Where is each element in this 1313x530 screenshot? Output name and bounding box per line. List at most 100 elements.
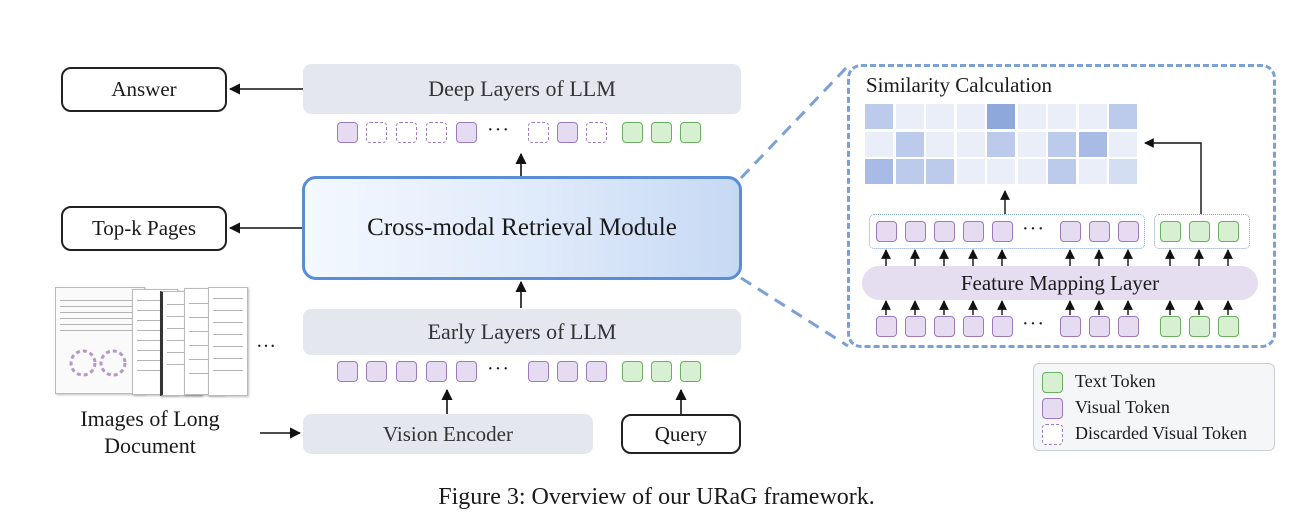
heatmap-cell	[1077, 158, 1108, 185]
feature-mapping-layer: Feature Mapping Layer	[862, 266, 1258, 300]
heatmap-cell	[1047, 158, 1077, 185]
ellipsis: ···	[1022, 218, 1045, 240]
heatmap-cell	[986, 130, 1016, 158]
visual-token	[557, 122, 578, 143]
ellipsis: ···	[487, 119, 510, 141]
visual-token	[456, 122, 477, 143]
heatmap-cell	[864, 103, 894, 130]
heatmap-cell	[1016, 103, 1047, 130]
discarded-token	[366, 122, 387, 143]
text-token	[1218, 316, 1239, 337]
similarity-heatmap	[864, 103, 1142, 186]
visual-token	[1089, 316, 1110, 337]
heatmap-cell	[864, 130, 894, 158]
heatmap-cell	[864, 158, 894, 185]
query-label: Query	[654, 421, 708, 446]
text-token	[651, 361, 672, 382]
ellipsis: ···	[1022, 313, 1045, 335]
figure-caption: Figure 3: Overview of our URaG framework…	[438, 484, 875, 510]
legend-discarded-token-swatch	[1042, 424, 1063, 445]
heatmap-cell	[1077, 103, 1108, 130]
text-token	[1160, 221, 1181, 242]
heatmap-cell	[986, 103, 1016, 130]
cross-modal-retrieval-module: Cross-modal Retrieval Module	[302, 176, 742, 280]
text-token	[1160, 316, 1181, 337]
zoom-connector-bottom	[740, 276, 849, 348]
legend-visual-token-label: Visual Token	[1075, 397, 1170, 417]
visual-token	[586, 361, 607, 382]
legend: Text Token Visual Token Discarded Visual…	[1033, 363, 1275, 451]
visual-token	[396, 361, 417, 382]
heatmap-cell	[1047, 130, 1077, 158]
heatmap-cell	[1016, 130, 1047, 158]
feature-mapping-label: Feature Mapping Layer	[960, 270, 1160, 295]
visual-token	[366, 361, 387, 382]
heatmap-cell	[925, 103, 955, 130]
heatmap-cell	[955, 130, 986, 158]
heatmap-cell	[894, 158, 925, 185]
ellipsis: ···	[487, 358, 510, 380]
heatmap-cell	[1108, 130, 1138, 158]
answer-label: Answer	[111, 77, 177, 101]
discarded-token	[586, 122, 607, 143]
heatmap-cell	[955, 158, 986, 185]
deep-layers-box: Deep Layers of LLM	[303, 64, 741, 114]
arrow-text-to-heatmap	[1144, 138, 1202, 214]
early-layers-label: Early Layers of LLM	[427, 319, 617, 344]
deep-layers-label: Deep Layers of LLM	[428, 76, 616, 101]
visual-token	[528, 361, 549, 382]
query-box: Query	[621, 414, 741, 454]
document-page	[208, 287, 248, 396]
vision-encoder-label: Vision Encoder	[383, 421, 513, 446]
legend-visual-token-swatch	[1042, 398, 1063, 419]
visual-token	[557, 361, 578, 382]
visual-token	[456, 361, 477, 382]
heatmap-cell	[1047, 103, 1077, 130]
visual-token	[1118, 316, 1139, 337]
heatmap-cell	[1108, 158, 1138, 185]
text-token	[1218, 221, 1239, 242]
crm-label: Cross-modal Retrieval Module	[367, 214, 677, 241]
zoom-panel	[847, 64, 1276, 348]
heatmap-cell	[1016, 158, 1047, 185]
discarded-token	[426, 122, 447, 143]
visual-token	[992, 221, 1013, 242]
heatmap-cell	[1077, 130, 1108, 158]
document-page	[55, 287, 145, 394]
legend-text-token-label: Text Token	[1075, 371, 1156, 391]
visual-token	[337, 361, 358, 382]
visual-token	[337, 122, 358, 143]
top-k-pages-box: Top-k Pages	[61, 206, 227, 251]
vision-encoder-box: Vision Encoder	[303, 414, 593, 454]
heatmap-cell	[925, 130, 955, 158]
text-token	[622, 361, 643, 382]
answer-box: Answer	[61, 67, 227, 112]
visual-token	[1060, 316, 1081, 337]
visual-token	[1118, 221, 1139, 242]
heatmap-cell	[986, 158, 1016, 185]
discarded-token	[396, 122, 417, 143]
early-layers-box: Early Layers of LLM	[303, 309, 741, 355]
visual-token	[1089, 221, 1110, 242]
heatmap-cell	[1108, 103, 1138, 130]
text-token	[622, 122, 643, 143]
visual-token	[1060, 221, 1081, 242]
text-token-group	[1154, 214, 1250, 249]
text-token	[1189, 221, 1210, 242]
visual-token	[876, 221, 897, 242]
visual-token	[426, 361, 447, 382]
text-token	[1189, 316, 1210, 337]
document-pages	[50, 283, 250, 398]
heatmap-cell	[925, 158, 955, 185]
document-ellipsis: …	[256, 330, 276, 352]
text-token	[680, 122, 701, 143]
visual-token	[934, 221, 955, 242]
legend-text-token-swatch	[1042, 372, 1063, 393]
visual-token	[963, 316, 984, 337]
discarded-token	[528, 122, 549, 143]
similarity-title: Similarity Calculation	[866, 73, 1053, 97]
legend-discarded-token-label: Discarded Visual Token	[1075, 423, 1247, 443]
visual-token	[934, 316, 955, 337]
text-token	[680, 361, 701, 382]
